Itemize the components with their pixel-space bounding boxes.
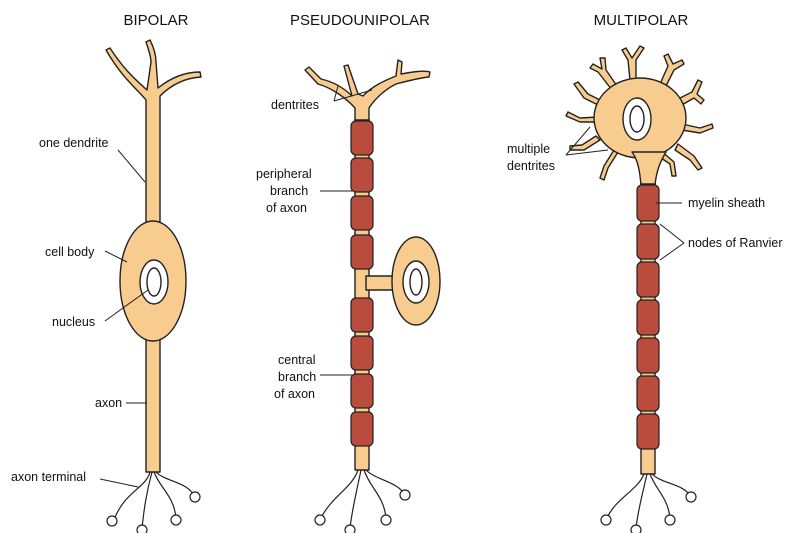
label-peripheral-branch-3: of axon bbox=[266, 201, 307, 215]
myelin-segment bbox=[637, 414, 659, 449]
myelin-segment bbox=[351, 121, 373, 155]
myelin-segment bbox=[351, 235, 373, 269]
myelin-segment bbox=[351, 374, 373, 408]
pseudounipolar-dendrite-tree bbox=[305, 60, 430, 124]
label-nucleus: nucleus bbox=[52, 315, 95, 329]
bipolar-nucleolus bbox=[147, 268, 161, 296]
label-multiple-dentrites-2: dentrites bbox=[507, 159, 555, 173]
bipolar-axon bbox=[146, 330, 160, 472]
multipolar-axon-terminals bbox=[601, 474, 696, 533]
bipolar-neuron: one dendrite cell body nucleus axon axon… bbox=[11, 40, 201, 533]
myelin-segment bbox=[351, 412, 373, 446]
label-dentrites: dentrites bbox=[271, 98, 319, 112]
label-central-branch-1: central bbox=[278, 353, 316, 367]
myelin-segment bbox=[637, 338, 659, 373]
bipolar-axon-terminals bbox=[107, 472, 200, 533]
label-cell-body: cell body bbox=[45, 245, 95, 259]
label-one-dendrite: one dendrite bbox=[39, 136, 109, 150]
label-central-branch-2: branch bbox=[278, 370, 316, 384]
pseudounipolar-axon-terminals bbox=[315, 470, 410, 533]
myelin-segment bbox=[637, 376, 659, 411]
multipolar-neuron: multiple dentrites myelin sheath nodes o… bbox=[507, 46, 783, 533]
label-central-branch-3: of axon bbox=[274, 387, 315, 401]
label-axon: axon bbox=[95, 396, 122, 410]
label-peripheral-branch-2: branch bbox=[270, 184, 308, 198]
title-bipolar: BIPOLAR bbox=[123, 12, 188, 29]
pseudounipolar-nucleolus bbox=[410, 269, 422, 295]
myelin-segment bbox=[351, 158, 373, 192]
pseudounipolar-neuron: dentrites peripheral branch of axon cent… bbox=[256, 60, 440, 533]
label-peripheral-branch-1: peripheral bbox=[256, 167, 312, 181]
myelin-segment bbox=[351, 336, 373, 370]
label-nodes-of-ranvier: nodes of Ranvier bbox=[688, 236, 783, 250]
myelin-segment bbox=[351, 298, 373, 332]
multipolar-nucleolus bbox=[630, 106, 644, 132]
multipolar-axon-hillock bbox=[632, 152, 666, 186]
title-multipolar: MULTIPOLAR bbox=[594, 12, 689, 29]
label-myelin-sheath: myelin sheath bbox=[688, 196, 765, 210]
myelin-segment bbox=[637, 185, 659, 221]
myelin-segment bbox=[637, 262, 659, 297]
label-multiple-dentrites-1: multiple bbox=[507, 142, 550, 156]
myelin-segment bbox=[637, 224, 659, 259]
title-pseudounipolar: PSEUDOUNIPOLAR bbox=[290, 12, 430, 29]
myelin-segment bbox=[637, 300, 659, 335]
bipolar-dendrite-tree bbox=[106, 40, 201, 222]
label-axon-terminal: axon terminal bbox=[11, 470, 86, 484]
myelin-segment bbox=[351, 196, 373, 230]
